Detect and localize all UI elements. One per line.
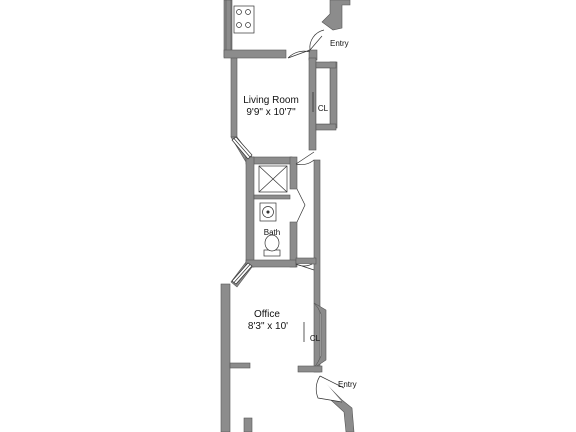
- entry-label-top: Entry: [330, 39, 349, 48]
- sink-icon: [259, 202, 277, 222]
- wall-bottom-left-post: [243, 417, 253, 432]
- door-kitchen-living: [287, 49, 311, 59]
- window-upper: [231, 136, 253, 160]
- door-entry-bottom: [315, 375, 345, 403]
- door-bath-upper: [295, 151, 315, 165]
- wall-left-livingroom: [230, 56, 238, 138]
- door-bath-bottom: [295, 263, 315, 271]
- closet-top-label: CL: [317, 104, 329, 113]
- wall-living-right: [308, 57, 317, 151]
- wall-bath-shower-divider: [253, 194, 291, 200]
- wall-closet-top-top: [315, 61, 337, 69]
- door-bath-side: [296, 188, 306, 223]
- wall-closet-top-bot: [315, 123, 337, 131]
- living-room-dimensions: 9'9" x 10'7": [246, 107, 296, 118]
- wall-kitchen-bottom: [223, 49, 287, 59]
- shower-icon: [258, 165, 288, 193]
- toilet-icon: [263, 234, 281, 257]
- wall-kitchen-left: [225, 0, 232, 53]
- wall-hall-nub: [295, 257, 317, 265]
- door-entry-top: [309, 29, 325, 51]
- wall-office-stub-right: [297, 365, 323, 373]
- wall-top-right: [321, 0, 351, 31]
- closet-bottom-label: CL: [309, 334, 321, 343]
- wall-bath-bottom: [245, 259, 297, 268]
- wall-office-stub: [229, 362, 251, 369]
- wall-closet-bottom: [313, 302, 327, 369]
- entry-label-bottom: Entry: [338, 380, 357, 389]
- bath-label: Bath: [263, 228, 281, 237]
- wall-bath-right: [289, 156, 298, 190]
- wall-bath-left: [245, 156, 255, 268]
- wall-left-office: [220, 283, 231, 432]
- office-dimensions: 8'3" x 10': [247, 321, 289, 332]
- office-name: Office: [254, 309, 280, 320]
- closet-top: [315, 67, 331, 125]
- stove-icon: [233, 5, 255, 34]
- living-room-name: Living Room: [243, 95, 299, 106]
- wall-closet-top-right: [329, 61, 338, 129]
- window-lower: [231, 262, 253, 285]
